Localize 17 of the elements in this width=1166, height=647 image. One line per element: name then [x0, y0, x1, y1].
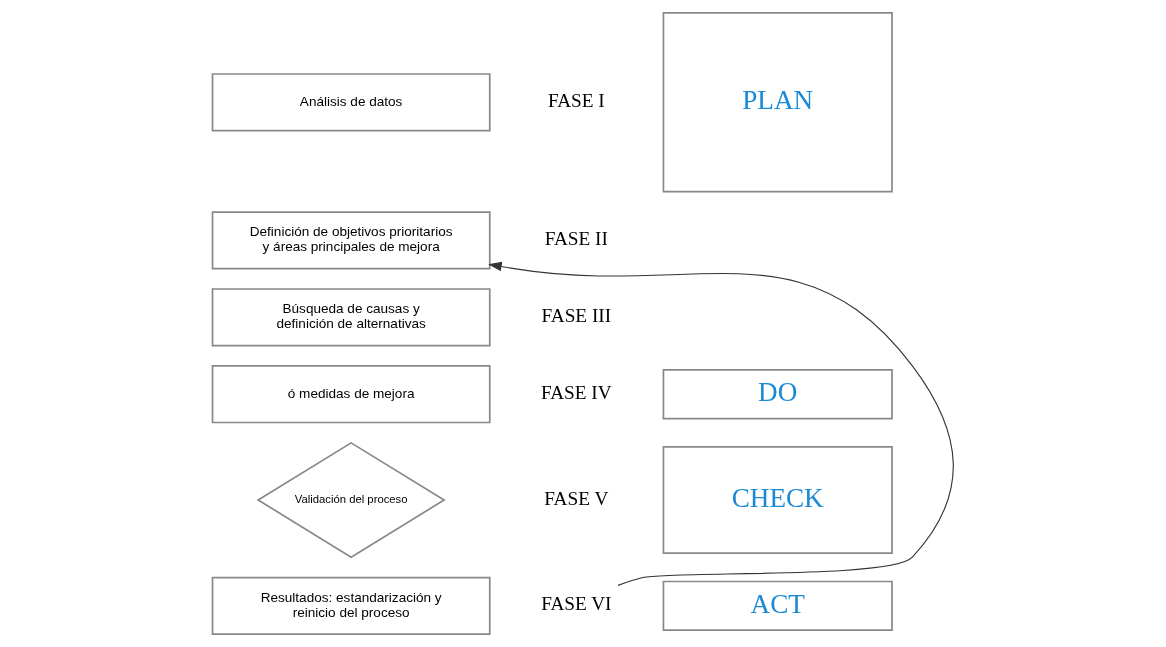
node-text: FASE VI — [541, 593, 612, 615]
arrow — [488, 261, 954, 586]
node-box: Resultados: estandarización y reinicio del proceso — [211, 576, 491, 635]
label: FASE IV — [540, 381, 612, 403]
node-box: PLAN — [662, 12, 893, 193]
node-box: ACT — [662, 580, 893, 631]
node-box: Definición de objetivos prioritarios y áreas principales de mejora — [211, 211, 491, 270]
node-box: Análisis de datos — [211, 73, 491, 132]
node-box: Búsqueda de causas y definición de alternativas — [211, 288, 491, 347]
node-box: CHECK — [662, 446, 893, 555]
label: FASE V — [544, 487, 609, 509]
label: FASE III — [541, 304, 612, 326]
label: FASE I — [547, 89, 605, 111]
node-box: DO — [662, 369, 893, 420]
label: FASE II — [544, 227, 608, 249]
node-diamond: Validación del proceso — [256, 441, 446, 559]
node-box: ó medidas de mejora — [211, 365, 491, 424]
